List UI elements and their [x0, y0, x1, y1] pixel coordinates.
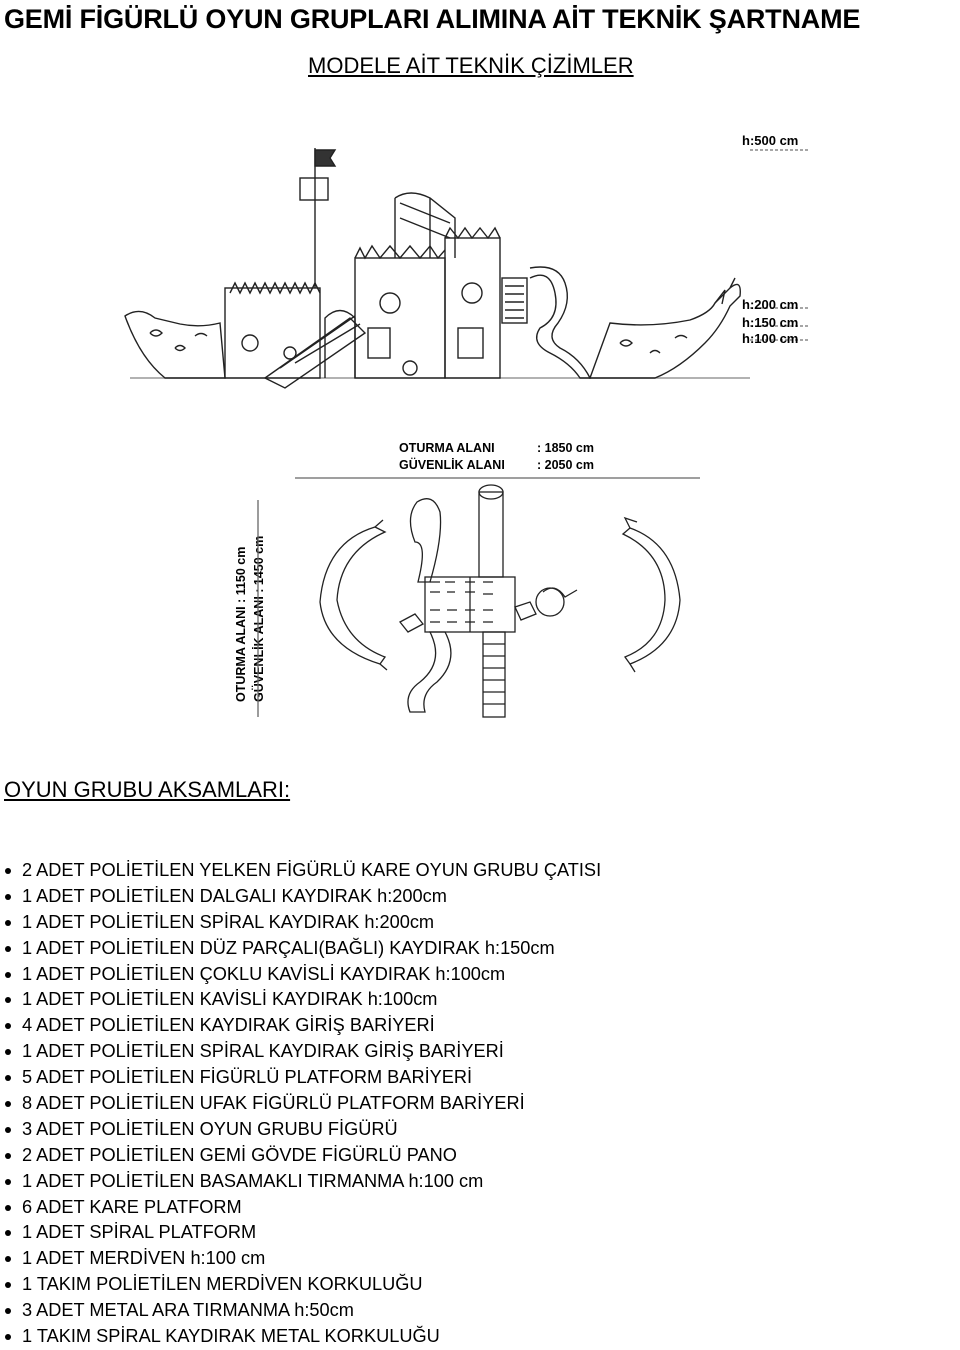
list-item-text: 6 ADET KARE PLATFORM	[22, 1196, 242, 1217]
safety-area-label: GÜVENLİK ALANI	[399, 457, 505, 472]
list-item-text: 1 ADET POLİETİLEN DÜZ PARÇALI(BAĞLI) KAY…	[22, 937, 555, 958]
plan-drawing: OTURMA ALANI : 1850 cm GÜVENLİK ALANI : …	[234, 441, 700, 718]
height-label-100: h:100 cm	[742, 331, 798, 346]
list-item-text: 1 ADET POLİETİLEN DALGALI KAYDIRAK h:200…	[22, 885, 447, 906]
sitting-area-label: OTURMA ALANI	[399, 441, 495, 455]
list-item: 1 TAKIM POLİETİLEN MERDİVEN KORKULUĞU	[0, 1272, 601, 1298]
list-item-text: 1 TAKIM POLİETİLEN MERDİVEN KORKULUĞU	[22, 1274, 423, 1295]
list-item: 1 ADET POLİETİLEN KAVİSLİ KAYDIRAK h:100…	[0, 987, 601, 1013]
document-title: GEMİ FİGÜRLÜ OYUN GRUPLARI ALIMINA AİT T…	[4, 4, 861, 34]
safety-area-value: : 2050 cm	[537, 458, 594, 472]
list-item-text: 1 ADET POLİETİLEN SPİRAL KAYDIRAK GİRİŞ …	[22, 1041, 504, 1062]
sitting-area-value: : 1850 cm	[537, 441, 594, 455]
elevation-drawing: h:500 cm h:200 cm h:150 cm h:100 cm	[124, 133, 810, 389]
list-item: 4 ADET POLİETİLEN KAYDIRAK GİRİŞ BARİYER…	[0, 1013, 601, 1039]
list-item: 3 ADET POLİETİLEN OYUN GRUBU FİGÜRÜ	[0, 1117, 601, 1143]
list-item: 1 ADET SPİRAL PLATFORM	[0, 1220, 601, 1246]
list-item-text: 4 ADET POLİETİLEN KAYDIRAK GİRİŞ BARİYER…	[22, 1015, 435, 1036]
list-item-text: 1 ADET POLİETİLEN SPİRAL KAYDIRAK h:200c…	[22, 911, 435, 932]
bullet-icon	[5, 1178, 11, 1185]
document-subtitle: MODELE AİT TEKNİK ÇİZİMLER	[308, 53, 634, 78]
bullet-icon	[5, 1230, 11, 1237]
height-label-150: h:150 cm	[742, 315, 798, 330]
bullet-icon	[5, 868, 11, 874]
bullet-icon	[5, 1204, 11, 1211]
list-item-text: 1 TAKIM SPİRAL KAYDIRAK METAL KORKULUĞU	[22, 1326, 440, 1347]
list-item-text: 3 ADET METAL ARA TIRMANMA h:50cm	[22, 1300, 354, 1321]
bullet-icon	[5, 1256, 11, 1263]
list-item-text: 2 ADET POLİETİLEN GEMİ GÖVDE FİGÜRLÜ PAN…	[22, 1144, 457, 1165]
list-item: 1 ADET POLİETİLEN BASAMAKLI TIRMANMA h:1…	[0, 1169, 601, 1195]
bullet-icon	[5, 1023, 11, 1030]
components-list: 2 ADET POLİETİLEN YELKEN FİGÜRLÜ KARE OY…	[0, 858, 601, 1350]
vertical-sitting-area: OTURMA ALANI : 1150 cm	[234, 547, 248, 702]
list-item: 1 ADET MERDİVEN h:100 cm	[0, 1246, 601, 1272]
list-item: 6 ADET KARE PLATFORM	[0, 1195, 601, 1221]
list-item: 1 ADET POLİETİLEN SPİRAL KAYDIRAK h:200c…	[0, 910, 601, 936]
bullet-icon	[5, 1282, 11, 1289]
height-label-500: h:500 cm	[742, 133, 798, 148]
list-item: 1 ADET POLİETİLEN ÇOKLU KAVİSLİ KAYDIRAK…	[0, 962, 601, 988]
bullet-icon	[5, 1101, 11, 1108]
list-item: 2 ADET POLİETİLEN GEMİ GÖVDE FİGÜRLÜ PAN…	[0, 1143, 601, 1169]
list-item: 1 ADET POLİETİLEN DÜZ PARÇALI(BAĞLI) KAY…	[0, 936, 601, 962]
section-title: OYUN GRUBU AKSAMLARI:	[4, 777, 291, 802]
list-item-text: 1 ADET MERDİVEN h:100 cm	[22, 1248, 266, 1269]
bullet-icon	[5, 945, 11, 952]
list-item-text: 5 ADET POLİETİLEN FİGÜRLÜ PLATFORM BARİY…	[22, 1067, 473, 1088]
list-item-text: 1 ADET POLİETİLEN ÇOKLU KAVİSLİ KAYDIRAK…	[22, 963, 506, 984]
list-item: 5 ADET POLİETİLEN FİGÜRLÜ PLATFORM BARİY…	[0, 1065, 601, 1091]
list-item-text: 1 ADET SPİRAL PLATFORM	[22, 1222, 257, 1243]
list-item-text: 2 ADET POLİETİLEN YELKEN FİGÜRLÜ KARE OY…	[22, 860, 602, 880]
bullet-icon	[5, 1334, 11, 1341]
bullet-icon	[5, 893, 11, 900]
height-label-200: h:200 cm	[742, 297, 798, 312]
list-item: 1 ADET POLİETİLEN SPİRAL KAYDIRAK GİRİŞ …	[0, 1039, 601, 1065]
bullet-icon	[5, 1308, 11, 1315]
list-item-text: 1 ADET POLİETİLEN BASAMAKLI TIRMANMA h:1…	[22, 1170, 484, 1191]
list-item: 8 ADET POLİETİLEN UFAK FİGÜRLÜ PLATFORM …	[0, 1091, 601, 1117]
bullet-icon	[5, 919, 11, 926]
list-item-text: 3 ADET POLİETİLEN OYUN GRUBU FİGÜRÜ	[22, 1118, 398, 1139]
bullet-icon	[5, 1075, 11, 1082]
bullet-icon	[5, 997, 11, 1004]
bullet-icon	[5, 1126, 11, 1133]
list-item: 1 ADET POLİETİLEN DALGALI KAYDIRAK h:200…	[0, 884, 601, 910]
bullet-icon	[5, 1152, 11, 1159]
list-item: 3 ADET METAL ARA TIRMANMA h:50cm	[0, 1298, 601, 1324]
list-item-text: 8 ADET POLİETİLEN UFAK FİGÜRLÜ PLATFORM …	[22, 1093, 525, 1114]
bullet-icon	[5, 1049, 11, 1056]
list-item: 1 TAKIM SPİRAL KAYDIRAK METAL KORKULUĞU	[0, 1324, 601, 1350]
list-item-text: 1 ADET POLİETİLEN KAVİSLİ KAYDIRAK h:100…	[22, 989, 438, 1010]
list-item: 2 ADET POLİETİLEN YELKEN FİGÜRLÜ KARE OY…	[0, 858, 601, 884]
bullet-icon	[5, 971, 11, 978]
